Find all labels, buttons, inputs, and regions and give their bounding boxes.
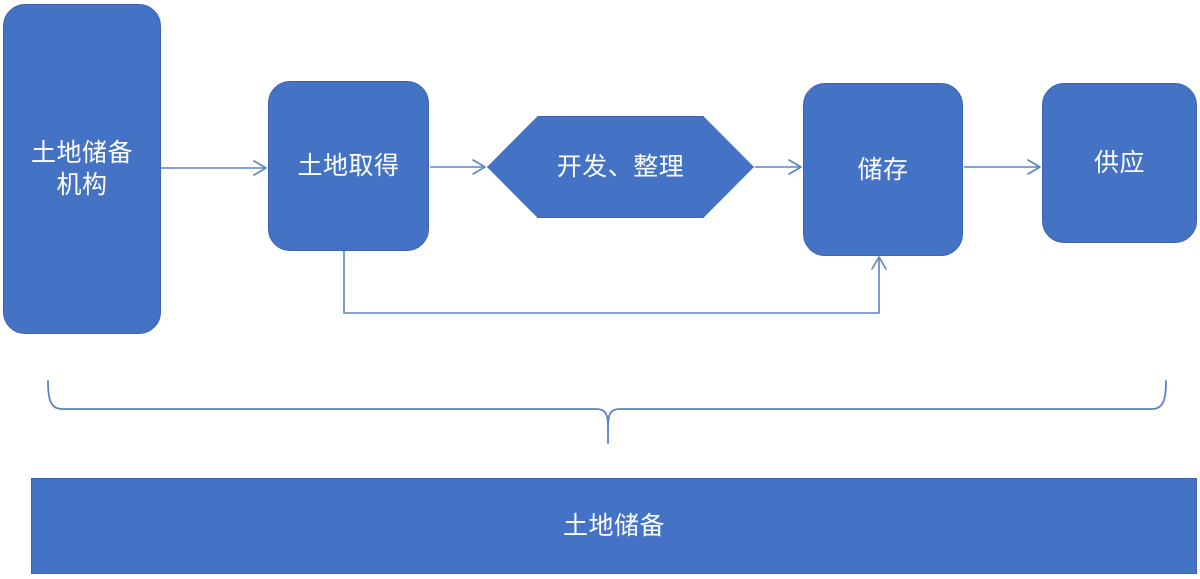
node-land-reserve-agency[interactable]: 土地储备 机构 bbox=[3, 4, 161, 334]
connector-acquire-to-store-bypass bbox=[343, 251, 887, 314]
node-supply[interactable]: 供应 bbox=[1042, 83, 1197, 243]
node-land-acquisition[interactable]: 土地取得 bbox=[268, 81, 429, 251]
summary-bar-land-reserve[interactable]: 土地储备 bbox=[31, 478, 1197, 574]
scope-brace bbox=[47, 380, 1167, 444]
connector-develop-to-store bbox=[755, 159, 802, 175]
node-storage[interactable]: 储存 bbox=[803, 83, 963, 256]
connector-agency-to-acquire bbox=[161, 160, 267, 176]
connector-acquire-to-develop bbox=[430, 159, 486, 175]
connector-store-to-supply bbox=[964, 159, 1041, 175]
node-development-consolidation-label: 开发、整理 bbox=[556, 153, 685, 181]
hexagon-shape bbox=[487, 116, 754, 218]
node-development-consolidation[interactable]: 开发、整理 bbox=[487, 116, 754, 218]
